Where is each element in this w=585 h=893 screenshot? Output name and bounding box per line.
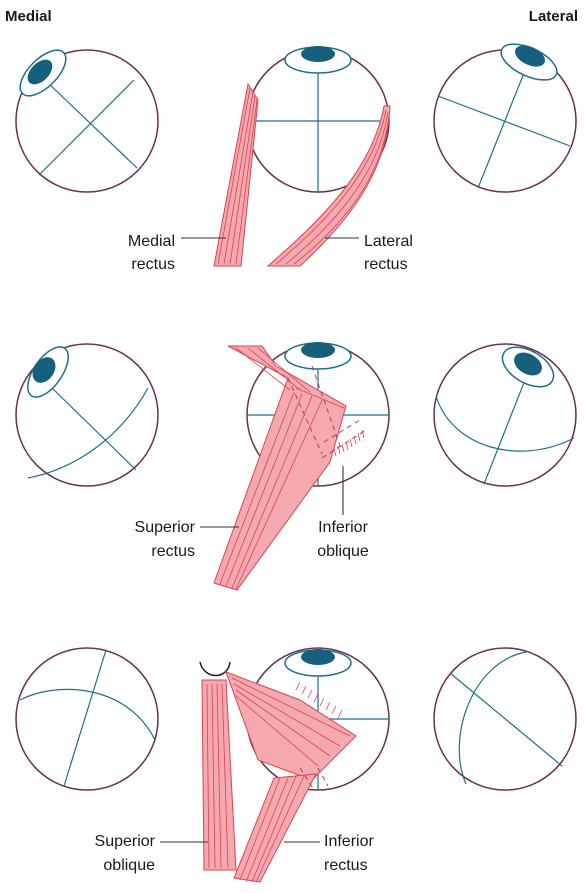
inferior-rectus-label: Inferior rectus <box>284 833 374 874</box>
row-2-left-eye <box>16 340 158 486</box>
svg-text:Lateral: Lateral <box>364 233 413 250</box>
row-2-right-eye <box>434 339 576 486</box>
svg-text:rectus: rectus <box>324 857 368 874</box>
svg-text:rectus: rectus <box>151 543 195 560</box>
svg-text:Superior: Superior <box>135 519 196 536</box>
lateral-rectus-label: Lateral rectus <box>325 233 413 273</box>
trochlea <box>200 662 230 676</box>
svg-text:rectus: rectus <box>364 256 408 273</box>
row-3-left-eye <box>16 648 158 790</box>
medial-heading: Medial <box>5 8 52 25</box>
superior-oblique-label: Superior oblique <box>95 833 208 874</box>
svg-text:oblique: oblique <box>103 857 155 874</box>
svg-text:Medial: Medial <box>128 233 175 250</box>
svg-text:Inferior: Inferior <box>318 519 368 536</box>
medial-rectus-muscle <box>214 84 258 266</box>
row-1-left-eye <box>13 43 158 192</box>
svg-text:Superior: Superior <box>95 833 156 850</box>
row-1-right-eye <box>434 37 576 192</box>
row-3-right-eye <box>434 648 576 790</box>
svg-text:rectus: rectus <box>131 256 175 273</box>
superior-rectus-label: Superior rectus <box>135 519 239 560</box>
medial-rectus-label: Medial rectus <box>128 233 226 273</box>
lateral-heading: Lateral <box>529 8 578 25</box>
svg-text:oblique: oblique <box>317 543 369 560</box>
svg-text:Inferior: Inferior <box>324 833 374 850</box>
